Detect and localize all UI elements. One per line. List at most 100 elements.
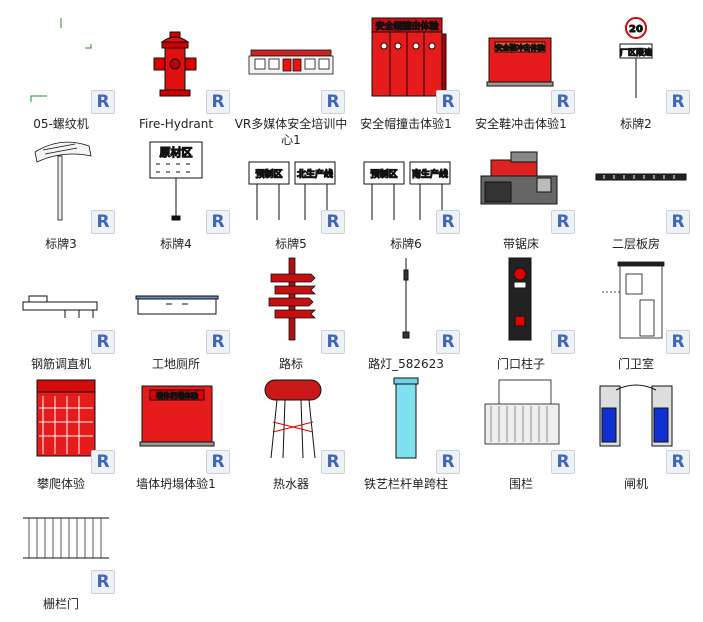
revit-badge-icon: R — [436, 90, 460, 114]
water-heater-icon — [235, 372, 347, 462]
svg-text:墙体坍塌体验: 墙体坍塌体验 — [156, 391, 199, 400]
revit-badge-icon: R — [321, 450, 345, 474]
family-tile[interactable]: R 二层板房 — [578, 130, 694, 251]
svg-text:20: 20 — [629, 24, 643, 35]
family-tile-label: 标牌3 — [45, 237, 77, 251]
family-tile[interactable]: R 路标 — [233, 250, 349, 371]
family-tile-label: 栅栏门 — [42, 597, 79, 611]
revit-badge-icon: R — [551, 330, 575, 354]
gate-pillar-icon — [465, 252, 577, 342]
svg-text:安全帽撞击体验: 安全帽撞击体验 — [375, 20, 439, 32]
band-saw-icon — [465, 132, 577, 222]
family-tile-label: 带锯床 — [502, 237, 539, 251]
family-tile[interactable]: 预制区 北生产线 R 标牌5 — [233, 130, 349, 251]
wall-collapse-icon: 墙体坍塌体验 — [120, 372, 232, 462]
revit-badge-icon: R — [206, 210, 230, 234]
svg-text:北生产线: 北生产线 — [297, 168, 333, 180]
family-tile-label: 标牌5 — [275, 237, 307, 251]
revit-badge-icon: R — [666, 330, 690, 354]
family-tile[interactable]: R 标牌3 — [3, 130, 119, 251]
family-tile[interactable]: R 栅栏门 — [3, 490, 119, 611]
family-tile-label: 门口柱子 — [496, 357, 545, 371]
family-tile[interactable]: R 铁艺栏杆单跨柱 — [348, 370, 464, 491]
family-tile[interactable]: R 闸机 — [578, 370, 694, 491]
iron-railing-column-icon — [350, 372, 462, 462]
fence-gate-icon — [5, 492, 117, 582]
revit-badge-icon: R — [436, 450, 460, 474]
street-lamp-icon — [350, 252, 462, 342]
family-tile-label: VR多媒体安全培训中心1 — [234, 117, 348, 147]
svg-text:预制区: 预制区 — [370, 168, 397, 180]
revit-badge-icon: R — [206, 450, 230, 474]
revit-badge-icon: R — [666, 210, 690, 234]
family-tile-label: 围栏 — [508, 477, 533, 491]
double-sign-icon-2: 预制区 南生产线 — [350, 132, 462, 222]
climbing-icon — [5, 372, 117, 462]
revit-badge-icon: R — [436, 330, 460, 354]
helmet-impact-icon: 安全帽撞击体验 — [350, 12, 462, 102]
family-tile[interactable]: R Fire-Hydrant — [118, 10, 234, 131]
family-tile-label: 钢筋调直机 — [30, 357, 91, 371]
family-tile-label: 铁艺栏杆单跨柱 — [363, 477, 448, 491]
revit-badge-icon: R — [666, 90, 690, 114]
family-tile-label: 工地厕所 — [151, 357, 200, 371]
revit-badge-icon: R — [91, 210, 115, 234]
family-tile[interactable]: R 围栏 — [463, 370, 579, 491]
family-tile[interactable]: R 攀爬体验 — [3, 370, 119, 491]
material-sign-icon: 原材区 — [120, 132, 232, 222]
family-tile[interactable]: 20 厂区限速 R 标牌2 — [578, 10, 694, 131]
double-sign-icon: 预制区 北生产线 — [235, 132, 347, 222]
revit-badge-icon: R — [206, 90, 230, 114]
turnstile-icon — [580, 372, 692, 462]
family-tile[interactable]: 安全鞋冲击体验 R 安全鞋冲击体验1 — [463, 10, 579, 131]
family-tile[interactable]: R 门卫室 — [578, 250, 694, 371]
family-tile-label: 闸机 — [623, 477, 648, 491]
rebar-straightener-icon — [5, 252, 117, 342]
revit-badge-icon: R — [551, 450, 575, 474]
svg-text:原材区: 原材区 — [160, 145, 193, 159]
family-tile-label: 安全鞋冲击体验1 — [475, 117, 567, 131]
revit-badge-icon: R — [91, 450, 115, 474]
flag-sign-icon — [5, 132, 117, 222]
revit-badge-icon: R — [91, 570, 115, 594]
vr-training-center-icon — [235, 12, 347, 102]
family-tile-label: 路标 — [278, 357, 303, 371]
speed-sign-icon: 20 厂区限速 — [580, 12, 692, 102]
family-tile-label: 二层板房 — [611, 237, 660, 251]
family-tile[interactable]: 原材区 R 标牌4 — [118, 130, 234, 251]
revit-badge-icon: R — [321, 90, 345, 114]
revit-badge-icon: R — [551, 90, 575, 114]
fence-icon — [465, 372, 577, 462]
svg-text:预制区: 预制区 — [255, 168, 282, 180]
svg-text:厂区限速: 厂区限速 — [620, 47, 652, 57]
revit-badge-icon: R — [321, 210, 345, 234]
family-tile-label: 墙体坍塌体验1 — [136, 477, 216, 491]
family-tile[interactable]: R 热水器 — [233, 370, 349, 491]
thread-machine-icon — [5, 12, 117, 102]
shoe-impact-icon: 安全鞋冲击体验 — [465, 12, 577, 102]
family-tile[interactable]: R VR多媒体安全培训中心1 — [233, 10, 349, 147]
guard-room-icon — [580, 252, 692, 342]
revit-badge-icon: R — [91, 330, 115, 354]
family-tile-label: 标牌2 — [620, 117, 652, 131]
revit-badge-icon: R — [321, 330, 345, 354]
family-tile-label: 热水器 — [272, 477, 309, 491]
family-tile[interactable]: R 门口柱子 — [463, 250, 579, 371]
revit-badge-icon: R — [91, 90, 115, 114]
family-tile[interactable]: 墙体坍塌体验 R 墙体坍塌体验1 — [118, 370, 234, 491]
family-tile-label: Fire-Hydrant — [138, 117, 214, 131]
family-tile-label: 标牌4 — [160, 237, 192, 251]
family-tile-label: 门卫室 — [617, 357, 654, 371]
fire-hydrant-icon — [120, 12, 232, 102]
family-tile-label: 攀爬体验 — [36, 477, 85, 491]
revit-badge-icon: R — [436, 210, 460, 234]
revit-badge-icon: R — [666, 450, 690, 474]
